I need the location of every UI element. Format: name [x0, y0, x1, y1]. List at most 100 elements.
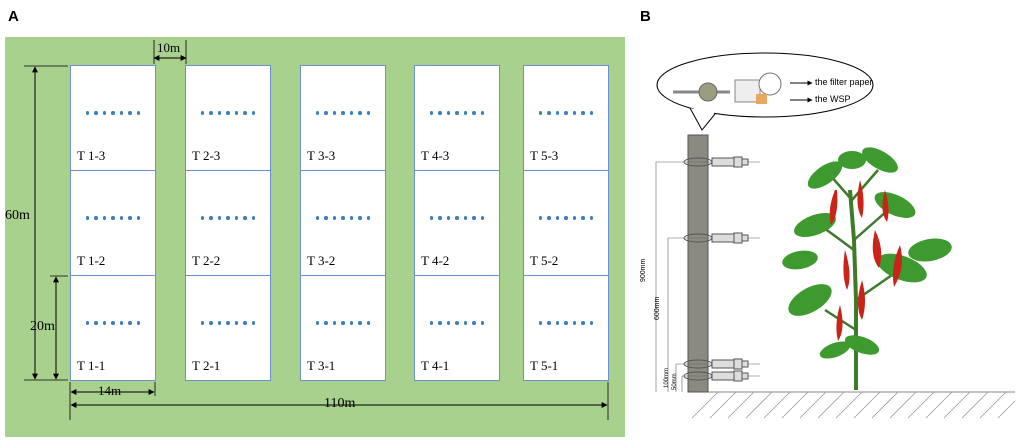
plot-cell: T 3-1 — [300, 275, 386, 381]
sampler-dot — [209, 321, 213, 325]
plot-cell: T 1-3 — [70, 65, 156, 171]
sampler-dot — [438, 216, 442, 220]
plot-label: T 1-2 — [77, 253, 106, 268]
sampler-dot — [455, 321, 459, 325]
sampler-dot — [463, 111, 468, 115]
sampler-dot — [349, 216, 354, 220]
plot-label: T 3-2 — [307, 253, 336, 268]
sampler-dot — [217, 321, 222, 325]
sampler-dot — [251, 111, 256, 115]
sampler-dots — [415, 111, 499, 115]
plot-cell: T 4-3 — [414, 65, 500, 171]
sampler-dot — [332, 111, 337, 115]
sampler-dot — [463, 216, 468, 220]
plot-cell: T 4-1 — [414, 275, 500, 381]
dim-height-total-label: 60m — [5, 208, 30, 223]
dim-gap-label: 10m — [157, 40, 181, 55]
sampler-dot — [119, 111, 124, 115]
sampler-dot — [581, 321, 585, 325]
sampler-dot — [136, 321, 141, 325]
plot-cell: T 2-1 — [185, 275, 271, 381]
sampler-dot — [358, 111, 362, 115]
sampler-dot — [446, 321, 451, 325]
dimension-lines — [24, 40, 609, 420]
plot-cell: T 5-2 — [523, 170, 609, 276]
sampler-dot — [572, 216, 577, 220]
sampler-dot — [564, 321, 568, 325]
plot-cell: T 5-1 — [523, 275, 609, 381]
sampler-dot — [251, 321, 256, 325]
plot-label: T 4-3 — [421, 148, 450, 163]
sampler-dots — [301, 111, 385, 115]
sampler-dot — [455, 216, 459, 220]
plot-label: T 5-2 — [530, 253, 559, 268]
sampler-dot — [111, 216, 115, 220]
plot-label: T 1-1 — [77, 358, 106, 373]
dim-width-plot-label: 14m — [98, 383, 122, 398]
sampler-dot — [324, 321, 328, 325]
sampler-dot — [128, 111, 132, 115]
height-100-label: 100mm — [664, 367, 670, 388]
sampler-dot — [128, 321, 132, 325]
sampler-dot — [315, 216, 320, 220]
sampler-dot — [438, 321, 442, 325]
sampler-dot — [463, 321, 468, 325]
sampler-dot — [243, 216, 247, 220]
callout-wsp-label: the WSP — [815, 94, 851, 104]
sampler-dot — [358, 321, 362, 325]
sampler-dots — [71, 216, 155, 220]
panel-a-label: A — [8, 8, 19, 25]
height-600-label: 600mm — [654, 296, 661, 320]
sampler-dots — [524, 216, 608, 220]
sampler-dot — [85, 216, 90, 220]
sampler-dot — [209, 111, 213, 115]
sampler-dot — [429, 111, 434, 115]
sampler-dots — [415, 321, 499, 325]
sampler-dot — [572, 321, 577, 325]
sampler-dot — [315, 111, 320, 115]
plot-label: T 4-1 — [421, 358, 450, 373]
sampler-dot — [324, 216, 328, 220]
sampler-dot — [102, 216, 107, 220]
sampler-illustration — [655, 52, 1016, 419]
sampler-dot — [226, 216, 230, 220]
sampler-dots — [415, 216, 499, 220]
sampler-dot — [480, 216, 485, 220]
sampler-clip-900 — [683, 156, 749, 168]
sampler-dot — [119, 216, 124, 220]
plot-cell: T 2-2 — [185, 170, 271, 276]
sampler-dot — [455, 111, 459, 115]
sampler-clip-100 — [683, 358, 749, 370]
sampler-dot — [332, 216, 337, 220]
ground-hatch — [691, 391, 1016, 419]
sampler-dot — [438, 111, 442, 115]
sampler-dot — [480, 111, 485, 115]
sampler-dot — [547, 111, 551, 115]
sampler-clip-50 — [683, 370, 749, 382]
sampler-dot — [341, 111, 345, 115]
height-900-label: 900mm — [640, 258, 647, 282]
sampler-dot — [94, 216, 98, 220]
plot-cell: T 3-2 — [300, 170, 386, 276]
plot-cell: T 4-2 — [414, 170, 500, 276]
sampler-dot — [226, 321, 230, 325]
sampler-dot — [85, 111, 90, 115]
sampler-dot — [136, 216, 141, 220]
sampler-dot — [332, 321, 337, 325]
sampler-pole — [687, 134, 709, 393]
dim-height-plot-label: 20m — [30, 319, 55, 334]
sampler-dot — [564, 111, 568, 115]
dim-width-total-label: 110m — [324, 396, 356, 411]
sampler-dot — [102, 321, 107, 325]
plot-cell: T 1-2 — [70, 170, 156, 276]
sampler-dot — [200, 216, 205, 220]
sampler-dot — [547, 321, 551, 325]
sampler-dot — [251, 216, 256, 220]
sampler-dot — [111, 321, 115, 325]
sampler-dot — [324, 111, 328, 115]
sampler-dots — [524, 321, 608, 325]
sampler-dot — [234, 111, 239, 115]
sampler-dot — [581, 216, 585, 220]
plot-label: T 3-1 — [307, 358, 336, 373]
sampler-dot — [572, 111, 577, 115]
